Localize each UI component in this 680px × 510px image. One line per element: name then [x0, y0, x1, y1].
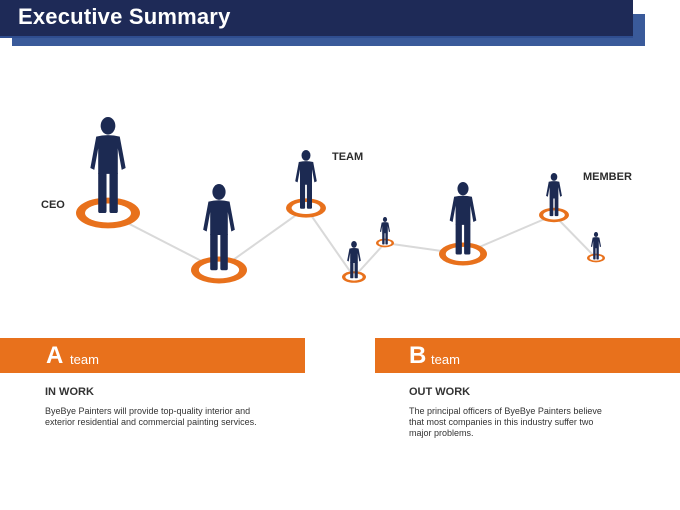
- person-icon: [546, 173, 562, 217]
- person-icon: [347, 241, 361, 279]
- person-icon: [295, 150, 317, 209]
- banner-a: A team: [0, 338, 305, 373]
- section-b-body: The principal officers of ByeBye Painter…: [409, 406, 602, 438]
- title-bar: Executive Summary: [0, 0, 633, 38]
- person-node-person-8: [587, 232, 605, 263]
- banner-a-letter: A: [46, 342, 64, 369]
- banner-b: B team: [375, 338, 680, 373]
- person-icon: [449, 182, 477, 255]
- banner-b-letter: B: [409, 342, 427, 369]
- section-a-heading: IN WORK: [45, 386, 94, 398]
- section-b-heading: OUT WORK: [409, 386, 471, 398]
- person-icon: [379, 217, 391, 245]
- person-node-person-5: [376, 217, 394, 248]
- label-team: TEAM: [332, 151, 364, 163]
- person-node-person-4: [342, 241, 366, 283]
- banner-b-word: team: [431, 352, 460, 367]
- connector-line: [553, 214, 597, 259]
- connector-line: [353, 242, 386, 278]
- connector-line: [305, 207, 355, 278]
- label-member: MEMBER: [583, 171, 632, 183]
- person-node-person-2: [191, 184, 247, 284]
- person-node-ceo: [76, 117, 140, 229]
- section-a-body: ByeBye Painters will provide top-quality…: [45, 406, 257, 427]
- person-icon: [90, 117, 126, 214]
- person-node-team: [286, 150, 326, 218]
- person-icon: [590, 232, 602, 260]
- person-icon: [203, 184, 235, 271]
- person-node-member: [539, 173, 569, 223]
- page-title: Executive Summary: [18, 4, 231, 29]
- banner-a-word: team: [70, 352, 99, 367]
- person-node-person-6: [439, 182, 487, 266]
- label-ceo: CEO: [41, 199, 65, 211]
- org-network-diagram: [76, 117, 605, 284]
